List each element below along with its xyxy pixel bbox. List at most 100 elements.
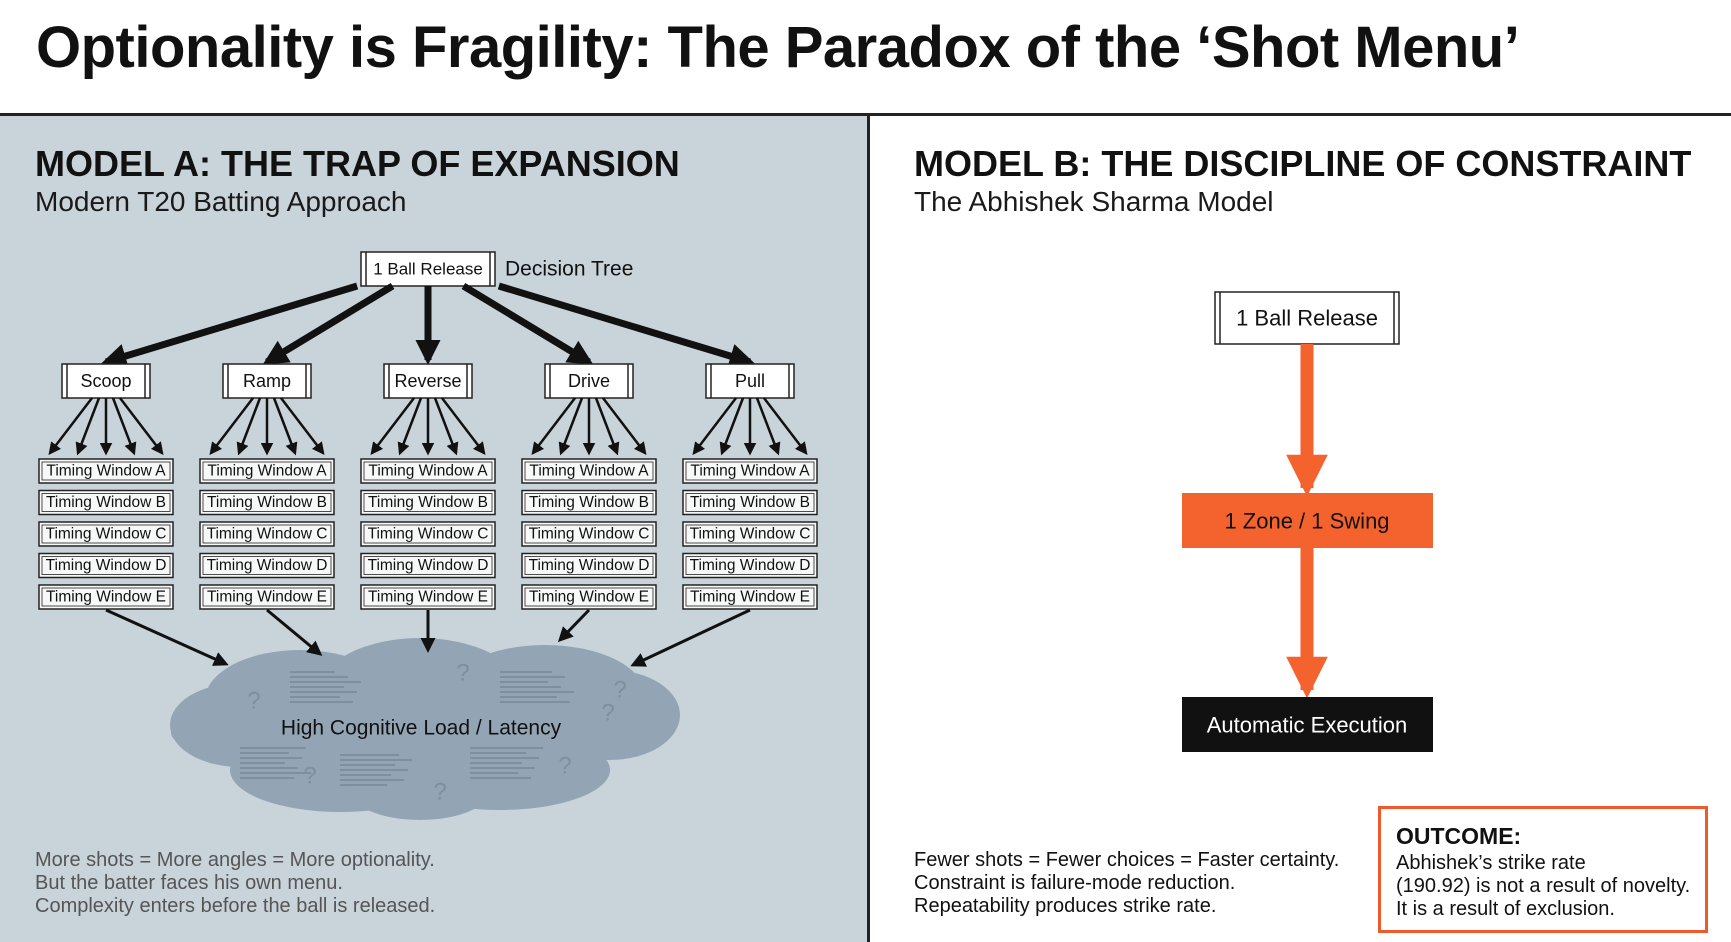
model-b-root-label: 1 Ball Release [1236,306,1378,331]
timing-window-inner-frame [363,461,493,481]
shot-label-ramp: Ramp [243,371,291,391]
timing-window-box [38,584,174,610]
timing-window-label: Timing Window C [368,526,489,543]
cloud-question-mark: ? [247,688,260,715]
shot-scoop-fanout-arrow-2 [75,397,101,456]
model-b-root-box [1214,291,1400,345]
timing-window-label: Timing Window E [46,589,166,606]
timing-window-box [360,458,496,484]
timing-window-inner-frame [363,556,493,575]
timing-window-label: Timing Window E [529,589,649,606]
shot-label-pull: Pull [735,371,765,391]
root-to-shot-arrow-2 [262,283,395,365]
timing-window-box [360,552,496,579]
model-a-note-3: Complexity enters before the ball is rel… [35,895,436,917]
timing-window-inner-frame [524,587,654,607]
model-a-root-caption: Decision Tree [505,258,633,281]
shot-scoop-fanout-arrow-5 [119,397,164,455]
model-a-notes: More shots = More angles = More optional… [35,849,435,918]
timing-window-label: Timing Window E [690,589,810,606]
outcome-title: OUTCOME: [1396,823,1522,849]
model-b-heading: MODEL B: THE DISCIPLINE OF CONSTRAINT [914,143,1692,184]
timing-window-inner-frame [202,524,332,544]
timing-window-inner-frame [41,587,171,607]
shot-scoop-fanout-arrow-1 [48,397,93,455]
timing-window-box [521,552,657,579]
timing-window-box [682,584,818,610]
timing-window-box [38,521,174,547]
cloud-question-mark: ? [613,677,626,704]
timing-window-inner-frame [363,524,493,544]
timing-window-inner-frame [202,556,332,575]
cloud-label: High Cognitive Load / Latency [281,717,562,740]
shot-ramp-fanout-arrow-2 [236,397,262,456]
shot-box-scoop [61,363,151,399]
timing-window-label: Timing Window C [690,526,811,543]
timing-window-label: Timing Window D [529,557,650,574]
model-a-note-1: More shots = More angles = More optional… [35,849,435,871]
shot-box-scoop-frame [61,363,151,399]
timing-window-box [199,521,335,547]
window-to-cloud-arrow-2 [266,608,323,656]
timing-window-inner-frame [685,524,815,544]
timing-window-label: Timing Window E [368,589,488,606]
timing-window-box [38,489,174,516]
timing-window-inner-frame [202,461,332,481]
timing-window-box [360,521,496,547]
shot-box-reverse-frame [383,363,473,399]
timing-window-label: Timing Window C [46,526,167,543]
shot-reverse-fanout-arrow-2 [397,397,423,456]
window-to-cloud-arrow-1 [105,608,229,666]
shot-box-ramp [222,363,312,399]
timing-window-inner-frame [202,493,332,512]
timing-window-label: Timing Window B [207,494,327,511]
shot-pull-fanout-arrow-2 [719,397,745,456]
shot-label-drive: Drive [568,371,610,391]
timing-window-inner-frame [685,493,815,512]
timing-window-box [38,552,174,579]
zone-label: 1 Zone / 1 Swing [1224,509,1389,534]
timing-window-label: Timing Window C [207,526,328,543]
shot-label-scoop: Scoop [80,371,131,391]
timing-window-label: Timing Window D [368,557,489,574]
timing-window-box [199,552,335,579]
timing-window-inner-frame [41,556,171,575]
timing-window-label: Timing Window D [690,557,811,574]
execution-label: Automatic Execution [1207,713,1408,738]
model-b-note-1: Fewer shots = Fewer choices = Faster cer… [914,849,1340,871]
shot-pull-fanout-arrow-4 [755,397,781,456]
model-a-root-box [360,251,496,287]
shot-box-reverse [383,363,473,399]
cloud-lobe [540,670,680,760]
timing-window-box [521,521,657,547]
shot-pull-fanout-arrow-5 [763,397,808,455]
model-a-root-box-frame [360,251,496,287]
outcome-line-2: (190.92) is not a result of novelty. [1396,875,1691,897]
model-a-subtitle: Modern T20 Batting Approach [35,186,407,217]
cloud-question-mark: ? [433,779,446,806]
timing-window-inner-frame [524,556,654,575]
cloud-lobe [350,760,490,820]
timing-window-inner-frame [41,461,171,481]
shot-reverse-fanout-arrow-1 [370,397,415,455]
timing-window-label: Timing Window A [690,463,810,480]
timing-window-inner-frame [524,461,654,481]
timing-window-inner-frame [363,587,493,607]
timing-window-inner-frame [41,493,171,512]
window-to-cloud-arrow-5 [630,608,751,667]
timing-window-label: Timing Window D [207,557,328,574]
cloud-question-mark: ? [601,700,614,727]
timing-window-box [199,584,335,610]
timing-window-box [682,552,818,579]
timing-window-inner-frame [202,587,332,607]
timing-window-label: Timing Window C [529,526,650,543]
cognitive-load-cloud: ???????High Cognitive Load / Latency [170,638,680,820]
timing-window-box [682,489,818,516]
timing-window-label: Timing Window A [529,463,649,480]
timing-window-inner-frame [685,556,815,575]
timing-window-inner-frame [685,587,815,607]
root-to-shot-arrow-4 [461,283,594,365]
header-rule [0,113,1731,116]
